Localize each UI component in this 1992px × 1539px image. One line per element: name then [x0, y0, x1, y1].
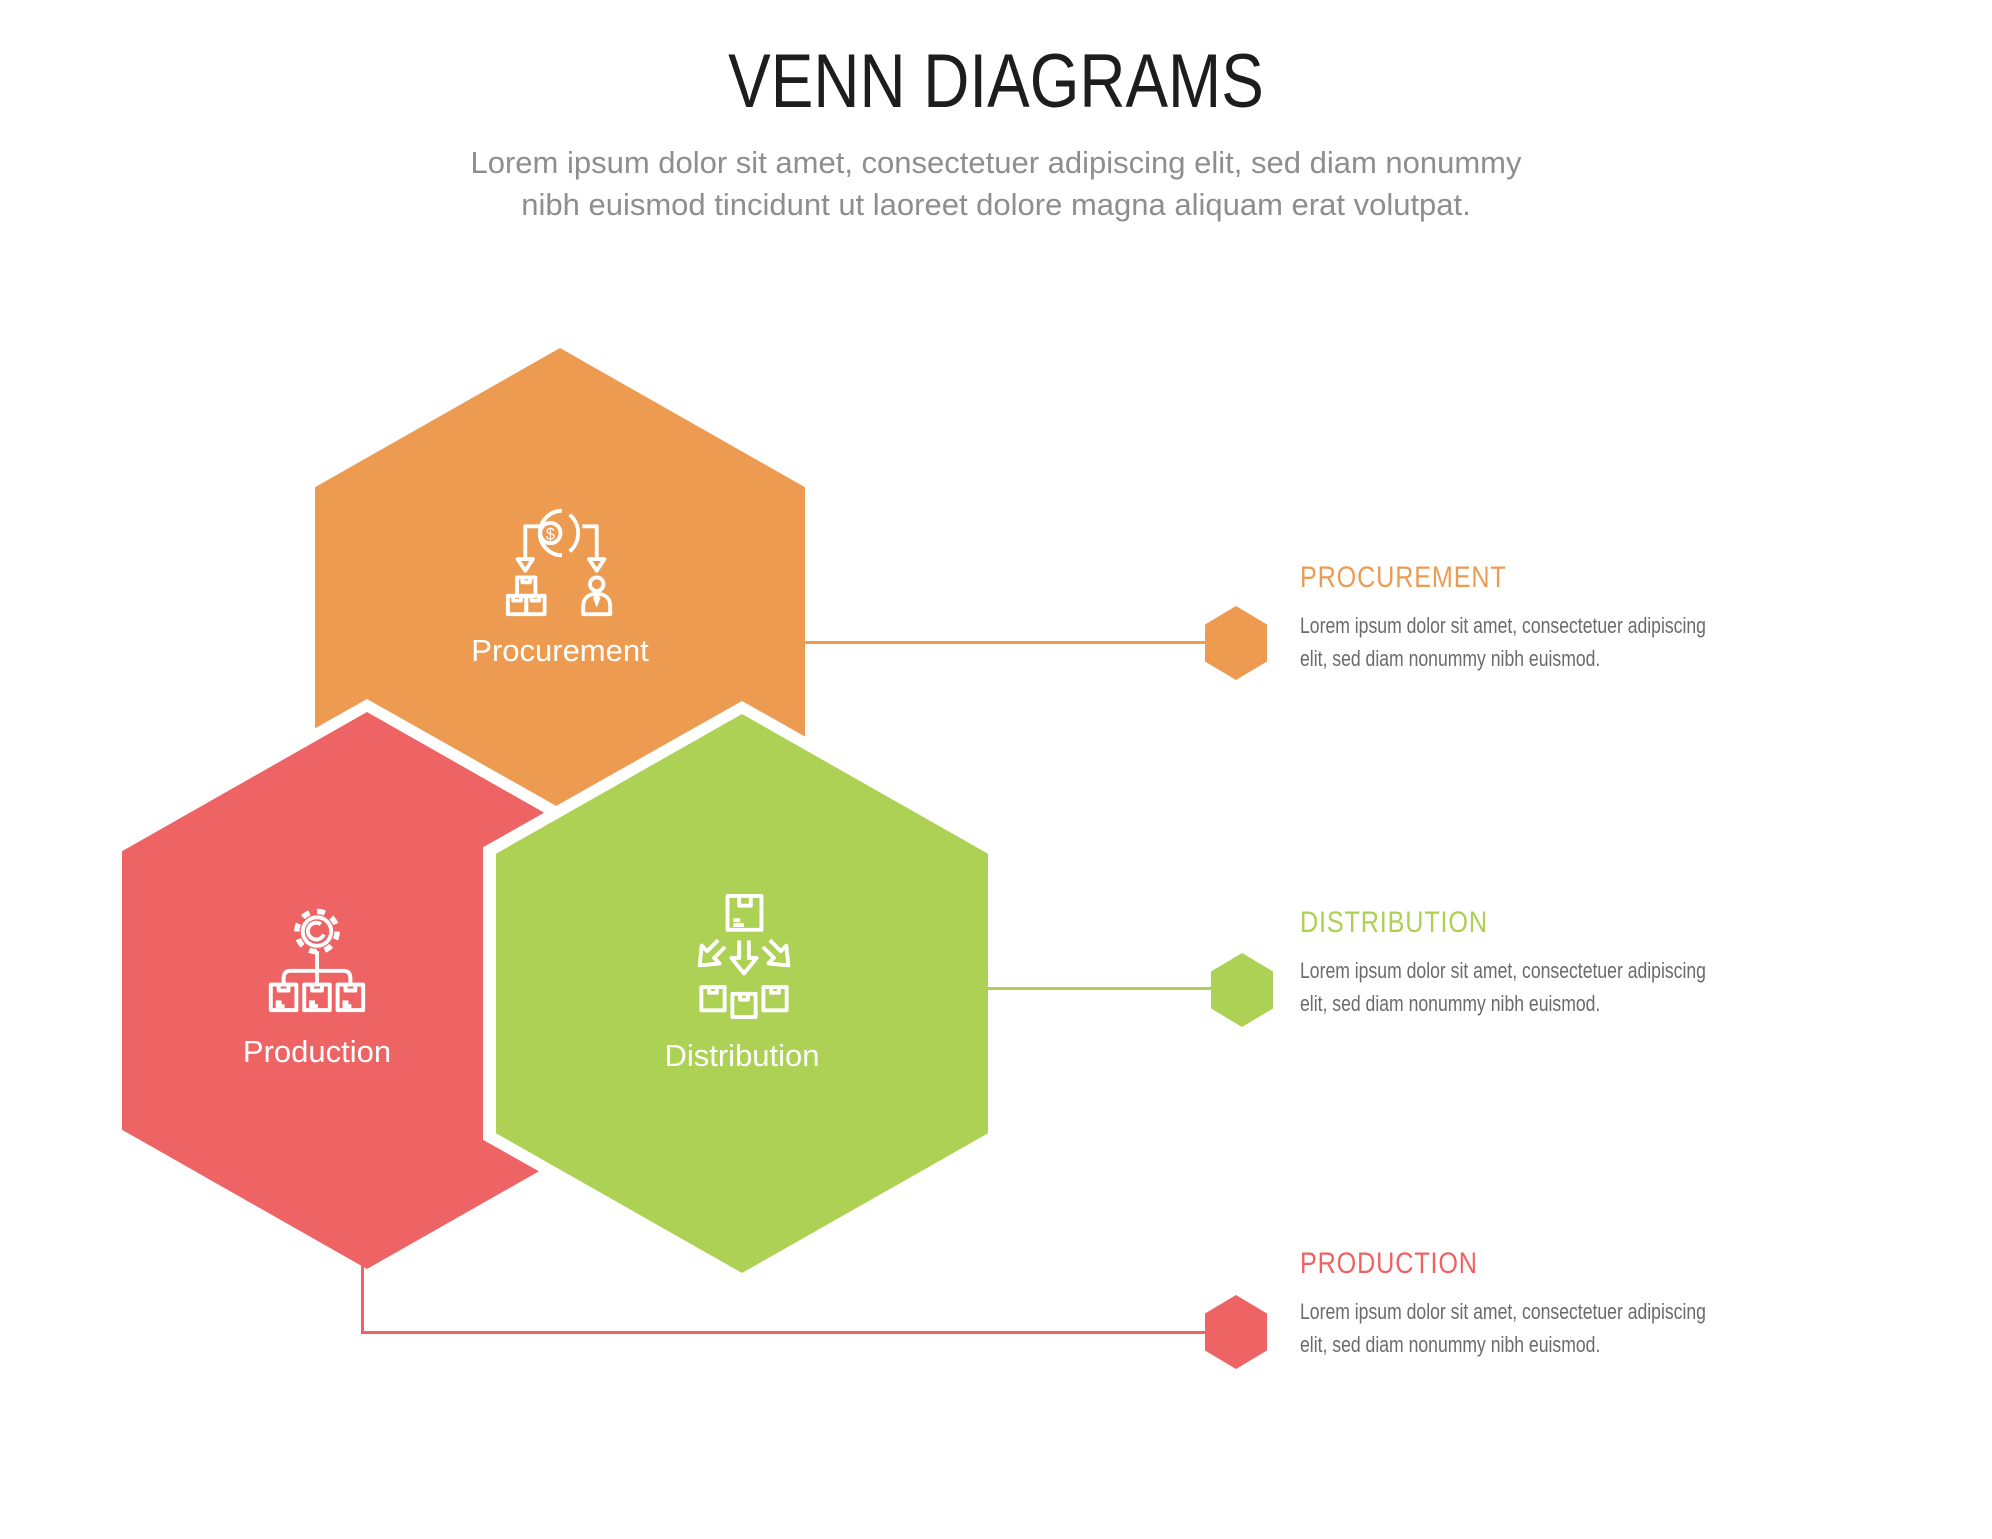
gear-manufacturing-icon [268, 908, 366, 1013]
detail-heading-distribution: DISTRIBUTION [1300, 906, 1488, 939]
detail-heading-procurement: PROCUREMENT [1300, 561, 1507, 594]
detail-body-line: elit, sed diam nonummy nibh euismod. [1300, 646, 1601, 671]
svg-text:$: $ [546, 525, 555, 543]
detail-body-line: Lorem ipsum dolor sit amet, consectetuer… [1300, 613, 1706, 638]
bullet-hexagon-production [1205, 1295, 1267, 1369]
detail-block-procurement: PROCUREMENT Lorem ipsum dolor sit amet, … [1300, 561, 1820, 675]
connector-line-production-horizontal [361, 1331, 1213, 1334]
detail-body-line: Lorem ipsum dolor sit amet, consectetuer… [1300, 1299, 1706, 1324]
page-subtitle: Lorem ipsum dolor sit amet, consectetuer… [0, 142, 1992, 226]
package-distribution-icon [697, 894, 791, 1020]
hexagon-label-production: Production [242, 1034, 392, 1069]
detail-body-production: Lorem ipsum dolor sit amet, consectetuer… [1300, 1295, 1820, 1361]
bullet-hexagon-distribution [1211, 953, 1273, 1027]
bullet-hexagon-procurement [1205, 606, 1267, 680]
page-title: VENN DIAGRAMS [728, 39, 1264, 124]
detail-body-distribution: Lorem ipsum dolor sit amet, consectetuer… [1300, 954, 1820, 1020]
money-allocation-icon: $ [505, 508, 613, 617]
detail-body-procurement: Lorem ipsum dolor sit amet, consectetuer… [1300, 609, 1820, 675]
hexagon-label-distribution: Distribution [664, 1038, 820, 1073]
hexagon-label-procurement: Procurement [471, 633, 649, 668]
detail-body-line: elit, sed diam nonummy nibh euismod. [1300, 991, 1601, 1016]
detail-heading-production: PRODUCTION [1300, 1247, 1478, 1280]
detail-block-production: PRODUCTION Lorem ipsum dolor sit amet, c… [1300, 1247, 1820, 1361]
connector-line-procurement [795, 641, 1210, 644]
detail-body-line: elit, sed diam nonummy nibh euismod. [1300, 1332, 1601, 1357]
connector-line-distribution [984, 987, 1214, 990]
connector-line-production-vertical [361, 1256, 364, 1334]
subtitle-line-1: Lorem ipsum dolor sit amet, consectetuer… [470, 145, 1522, 180]
detail-body-line: Lorem ipsum dolor sit amet, consectetuer… [1300, 958, 1706, 983]
detail-block-distribution: DISTRIBUTION Lorem ipsum dolor sit amet,… [1300, 906, 1820, 1020]
subtitle-line-2: nibh euismod tincidunt ut laoreet dolore… [521, 187, 1471, 222]
